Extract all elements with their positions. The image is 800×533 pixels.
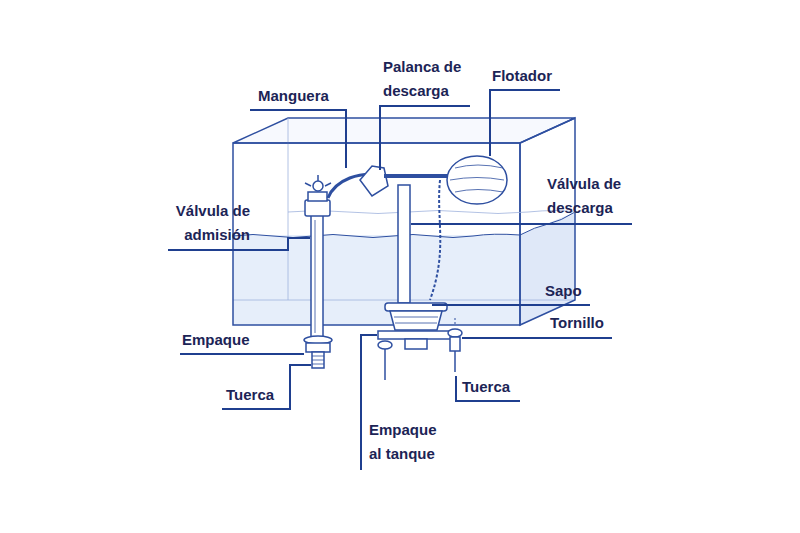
part-label-text: Tornillo xyxy=(550,314,604,331)
part-label: Manguera xyxy=(258,84,348,108)
part-label-text: Flotador xyxy=(492,67,552,84)
part-label: Palanca de descarga xyxy=(383,55,478,103)
part-label: Válvula de descarga xyxy=(547,172,642,220)
tank xyxy=(233,118,575,325)
fill-valve xyxy=(304,174,385,368)
part-label: Tuerca xyxy=(462,375,532,399)
part-label: Tornillo xyxy=(550,311,630,335)
part-label-text: Manguera xyxy=(258,87,329,104)
part-label-text: Tuerca xyxy=(462,378,510,395)
flush-valve xyxy=(378,185,462,380)
lever-and-float xyxy=(360,156,507,300)
part-label-text: Sapo xyxy=(545,282,582,299)
part-label-text: Empaque xyxy=(182,331,250,348)
part-label: Tuerca xyxy=(226,383,296,407)
part-label: Flotador xyxy=(492,64,582,88)
part-label-text: Empaque al tanque xyxy=(369,421,437,462)
part-label-text: Válvula de admisión xyxy=(176,202,250,243)
part-label: Sapo xyxy=(545,279,605,303)
leader-lines xyxy=(168,90,632,470)
part-label-text: Palanca de descarga xyxy=(383,58,461,99)
part-label-text: Tuerca xyxy=(226,386,274,403)
part-label: Válvula de admisión xyxy=(152,199,250,247)
part-label: Empaque xyxy=(182,328,272,352)
part-label: Empaque al tanque xyxy=(369,418,449,466)
part-label-text: Válvula de descarga xyxy=(547,175,621,216)
